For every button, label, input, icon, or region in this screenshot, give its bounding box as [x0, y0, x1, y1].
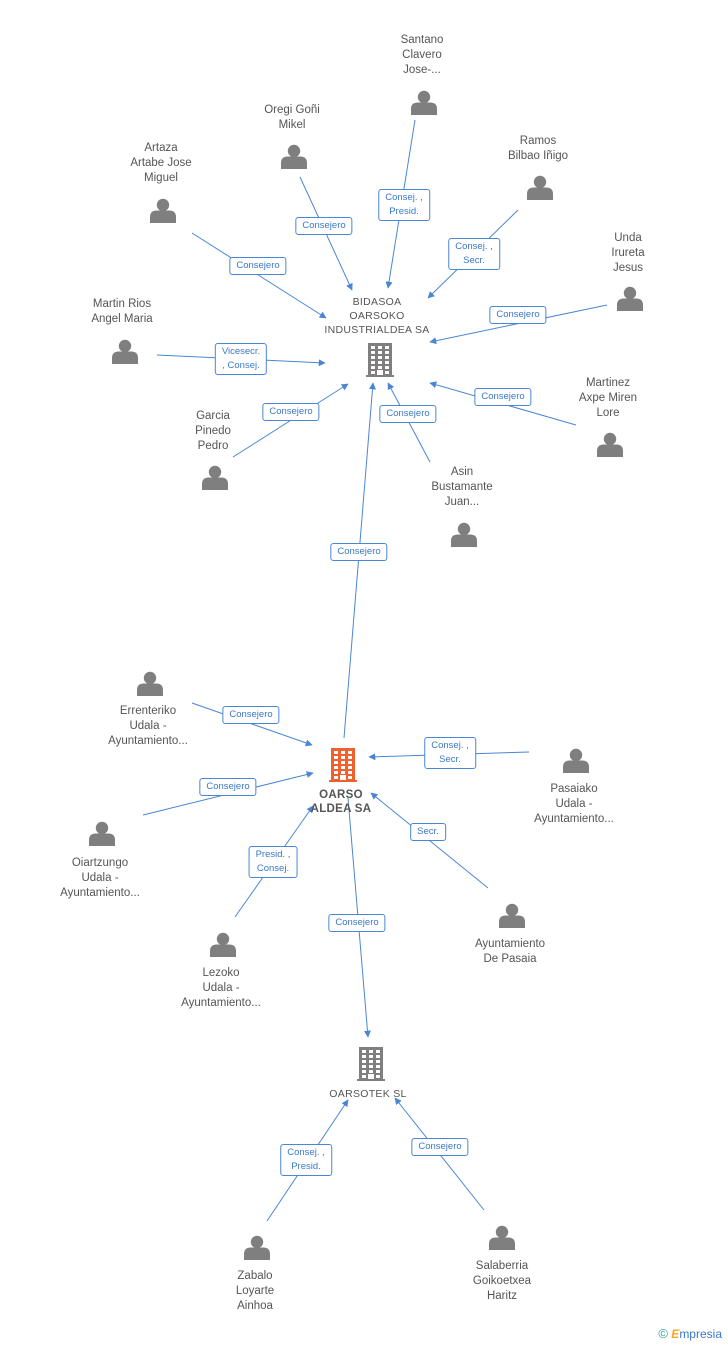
person-name-oiartzungo[interactable]: Oiartzungo Udala - Ayuntamiento... — [60, 857, 140, 899]
person-name-santano[interactable]: Santano Clavero Jose-... — [400, 34, 444, 76]
role-badge: Consejero — [328, 914, 386, 932]
person-name-unda[interactable]: Unda Irureta Jesus — [611, 232, 645, 274]
person-name-martin[interactable]: Martin Rios Angel Maria — [91, 298, 153, 325]
person-name-salaberria[interactable]: Salaberria Goikoetxea Haritz — [472, 1260, 532, 1302]
role-badge: Consej. , Presid. — [378, 189, 430, 221]
person-name-zabalo[interactable]: Zabalo Loyarte Ainhoa — [235, 1270, 275, 1312]
role-badge: Presid. , Consej. — [248, 846, 298, 878]
person-icon[interactable] — [244, 1235, 270, 1260]
person-icon[interactable] — [202, 465, 228, 490]
person-name-lezoko[interactable]: Lezoko Udala - Ayuntamiento... — [181, 967, 261, 1009]
person-name-ramos[interactable]: Ramos Bilbao Iñigo — [507, 135, 569, 162]
person-icon[interactable] — [411, 90, 437, 115]
person-name-artaza[interactable]: Artaza Artabe Jose Miguel — [130, 142, 192, 184]
person-name-ayuntamiento[interactable]: Ayuntamiento De Pasaia — [474, 938, 546, 965]
person-icon[interactable] — [112, 339, 138, 364]
person-icon[interactable] — [617, 286, 643, 311]
role-badge: Consej. , Secr. — [448, 238, 500, 270]
empresia-logo: © Empresia — [658, 1326, 722, 1341]
copyright-symbol: © — [658, 1326, 668, 1341]
person-icon[interactable] — [563, 748, 589, 773]
role-badge: Consejero — [474, 388, 532, 406]
building-icon[interactable] — [366, 343, 394, 377]
person-icon[interactable] — [451, 522, 477, 547]
person-name-errenteriko[interactable]: Errenteriko Udala - Ayuntamiento... — [108, 705, 188, 747]
person-icon[interactable] — [210, 932, 236, 957]
person-name-pasaiako[interactable]: Pasaiako Udala - Ayuntamiento... — [534, 783, 614, 825]
role-badge: Consejero — [330, 543, 388, 561]
role-badge: Consejero — [379, 405, 437, 423]
person-name-martinez[interactable]: Martinez Axpe Miren Lore — [578, 377, 638, 419]
role-badge: Vicesecr. , Consej. — [214, 343, 268, 375]
person-icon[interactable] — [597, 432, 623, 457]
edge-errenteriko-oarso — [191, 702, 313, 747]
edge-artaza-bidasoa — [191, 232, 327, 319]
role-badge: Consejero — [489, 306, 547, 324]
brand-name: mpresia — [679, 1327, 722, 1341]
person-name-garcia[interactable]: Garcia Pinedo Pedro — [195, 410, 231, 452]
company-name-oarso[interactable]: OARSO ALDEA SA — [310, 789, 372, 815]
company-name-bidasoa[interactable]: BIDASOA OARSOKO INDUSTRIALDEA SA — [324, 296, 430, 336]
person-icon[interactable] — [527, 175, 553, 200]
person-icon[interactable] — [150, 198, 176, 223]
person-icon[interactable] — [281, 144, 307, 169]
role-badge: Consej. , Presid. — [280, 1144, 332, 1176]
brand-initial: E — [671, 1327, 680, 1341]
role-badge: Consejero — [229, 257, 287, 275]
role-badge: Consejero — [295, 217, 353, 235]
role-badge: Consej. , Secr. — [424, 737, 476, 769]
role-badge: Consejero — [222, 706, 280, 724]
role-badge: Secr. — [410, 823, 446, 841]
person-icon[interactable] — [89, 821, 115, 846]
building-icon[interactable] — [357, 1047, 385, 1081]
role-badge: Consejero — [199, 778, 257, 796]
company-name-oarsotek[interactable]: OARSOTEK SL — [329, 1088, 407, 1100]
person-name-oregi[interactable]: Oregi Goñi Mikel — [264, 104, 320, 131]
person-icon[interactable] — [499, 903, 525, 928]
person-icon[interactable] — [489, 1225, 515, 1250]
building-icon[interactable] — [329, 748, 357, 782]
person-name-asin[interactable]: Asin Bustamante Juan... — [431, 466, 493, 508]
role-badge: Consejero — [411, 1138, 469, 1156]
role-badge: Consejero — [262, 403, 320, 421]
person-icon[interactable] — [137, 671, 163, 696]
